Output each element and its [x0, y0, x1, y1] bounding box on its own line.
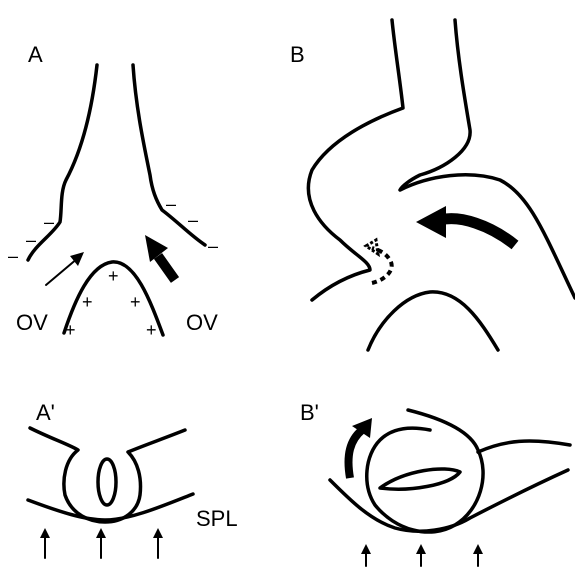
panel-b-curved-arrow-shaft	[440, 219, 515, 245]
panel-a-prime-baseline	[28, 494, 193, 520]
panel-a-prime-arrow-left	[40, 528, 50, 558]
panel-b-prime: B'	[300, 400, 570, 566]
panel-a-prime-arrow-center	[96, 528, 106, 558]
panel-a-plus-4: +	[65, 320, 76, 340]
panel-b-arch	[368, 292, 498, 350]
panel-b-dotted-arrow-head	[366, 240, 378, 254]
panel-b-prime-flap	[478, 441, 570, 452]
panel-b: B	[290, 20, 575, 350]
panel-b-right-wall	[400, 20, 575, 298]
panel-a-plus-2: +	[82, 292, 93, 312]
panel-a-prime: A' SPL	[28, 400, 238, 558]
panel-a-prime-inner-oval	[98, 459, 116, 505]
panel-a-prime-spl: SPL	[196, 506, 238, 531]
panel-a-minus-1: –	[44, 212, 54, 232]
panel-b-curved-arrow-head	[416, 206, 446, 238]
panel-b-label: B	[290, 42, 305, 67]
panel-a-minus-2: –	[26, 230, 36, 250]
panel-a: A – – – – – – + + + + + OV OV	[8, 42, 218, 340]
panel-a-label: A	[28, 42, 43, 67]
panel-a-minus-4: –	[166, 194, 176, 214]
panel-a-small-arrow-shaft	[46, 258, 78, 285]
panel-b-prime-curved-arrow-shaft	[349, 430, 363, 478]
panel-a-prime-arrow-right	[153, 528, 163, 558]
panel-a-plus-5: +	[146, 320, 157, 340]
panel-b-dotted-arrow	[372, 248, 392, 283]
panel-b-prime-label: B'	[300, 400, 319, 425]
panel-a-minus-3: –	[8, 246, 18, 266]
panel-a-plus-3: +	[130, 292, 141, 312]
panel-b-prime-lens	[380, 469, 460, 489]
panel-b-prime-arrow-left	[361, 544, 371, 566]
panel-a-prime-label: A'	[36, 400, 55, 425]
panel-a-ov-left: OV	[16, 310, 48, 335]
panel-a-left-wall	[28, 65, 97, 260]
panel-b-prime-arrow-center	[416, 544, 426, 566]
panel-a-minus-6: –	[208, 236, 218, 256]
panel-a-ov-right: OV	[186, 310, 218, 335]
panel-a-plus-1: +	[108, 266, 119, 286]
panel-b-prime-arrow-right	[473, 544, 483, 566]
panel-a-large-arrow-shaft	[158, 256, 175, 280]
panel-a-minus-5: –	[188, 210, 198, 230]
